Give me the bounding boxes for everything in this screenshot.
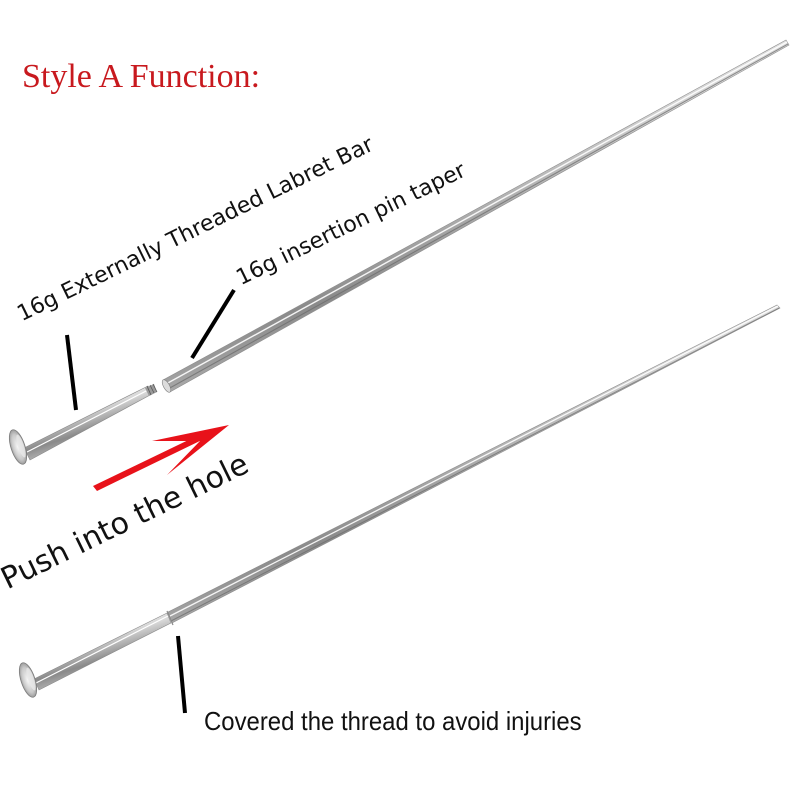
pointer-line-covered [176, 635, 187, 714]
pointer-line-pin [190, 288, 236, 360]
thread-tip-icon [145, 383, 158, 396]
labret-bar-bottom [18, 612, 172, 698]
page-title: Style A Function: [22, 58, 261, 95]
labret-bar-top [8, 383, 158, 465]
insertion-pin-top [161, 39, 790, 393]
pointer-line-labret [65, 334, 78, 411]
insertion-pin-bottom [166, 304, 781, 626]
push-arrow-icon [93, 425, 229, 491]
covered-thread-label: Covered the thread to avoid injuries [204, 706, 582, 736]
